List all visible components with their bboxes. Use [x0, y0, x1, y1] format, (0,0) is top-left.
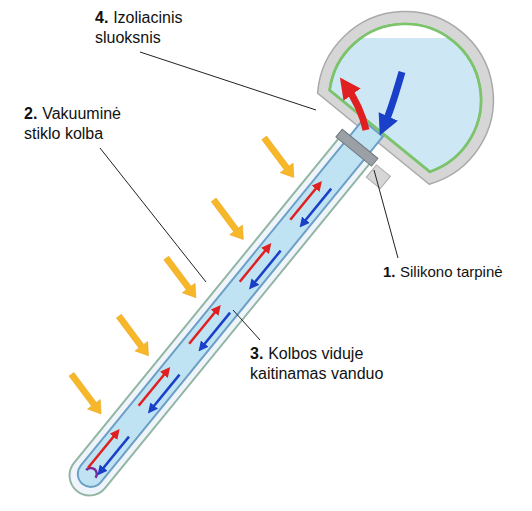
- cold-flow-arrow: [101, 437, 129, 472]
- leader-line: [140, 52, 316, 110]
- leader-line: [233, 310, 260, 340]
- callout-number: 2.: [24, 105, 37, 122]
- vacuum-tube: [59, 114, 390, 506]
- storage-tank: [0, 0, 532, 194]
- cold-flow-arrow: [252, 251, 280, 286]
- hot-flow-arrow: [346, 86, 366, 130]
- callout-number: 4.: [95, 9, 108, 26]
- hot-flow-arrow: [139, 371, 167, 406]
- part-name: Kolbos viduje kaitinamas vanduo: [250, 345, 383, 382]
- leader-line: [100, 148, 206, 282]
- hot-flow-arrow: [290, 185, 318, 220]
- cold-flow-arrow: [151, 375, 179, 410]
- callout-number: 1.: [383, 263, 396, 280]
- hot-flow-arrow: [189, 309, 217, 344]
- callout-label: 4.Izoliacinis sluoksnis: [95, 8, 207, 48]
- silicone-gasket: [336, 129, 378, 166]
- callout-number: 3.: [250, 345, 263, 362]
- leader-lines: [100, 52, 398, 340]
- part-name: Vakuuminė stiklo kolba: [24, 105, 121, 142]
- sun-arrow: [211, 198, 243, 239]
- part-name: Silikono tarpinė: [400, 263, 503, 280]
- hot-flow-arrow: [240, 247, 268, 282]
- part-name: Izoliacinis sluoksnis: [95, 9, 183, 46]
- air-gap: [0, 0, 532, 38]
- leader-line: [374, 170, 398, 258]
- cold-flow-arrow: [303, 189, 331, 224]
- callout-label: 1.Silikono tarpinė: [383, 262, 529, 282]
- callout-label: 3.Kolbos viduje kaitinamas vanduo: [250, 344, 400, 384]
- cold-flow-arrow: [384, 72, 402, 126]
- sun-arrow: [262, 136, 294, 177]
- sun-arrow: [116, 314, 148, 356]
- cold-flow-arrow: [202, 313, 230, 348]
- hot-flow-arrow: [88, 433, 116, 468]
- callout-label: 2.Vakuuminė stiklo kolba: [24, 104, 136, 144]
- inner-water-tube: [73, 120, 383, 492]
- sun-arrow: [69, 373, 101, 414]
